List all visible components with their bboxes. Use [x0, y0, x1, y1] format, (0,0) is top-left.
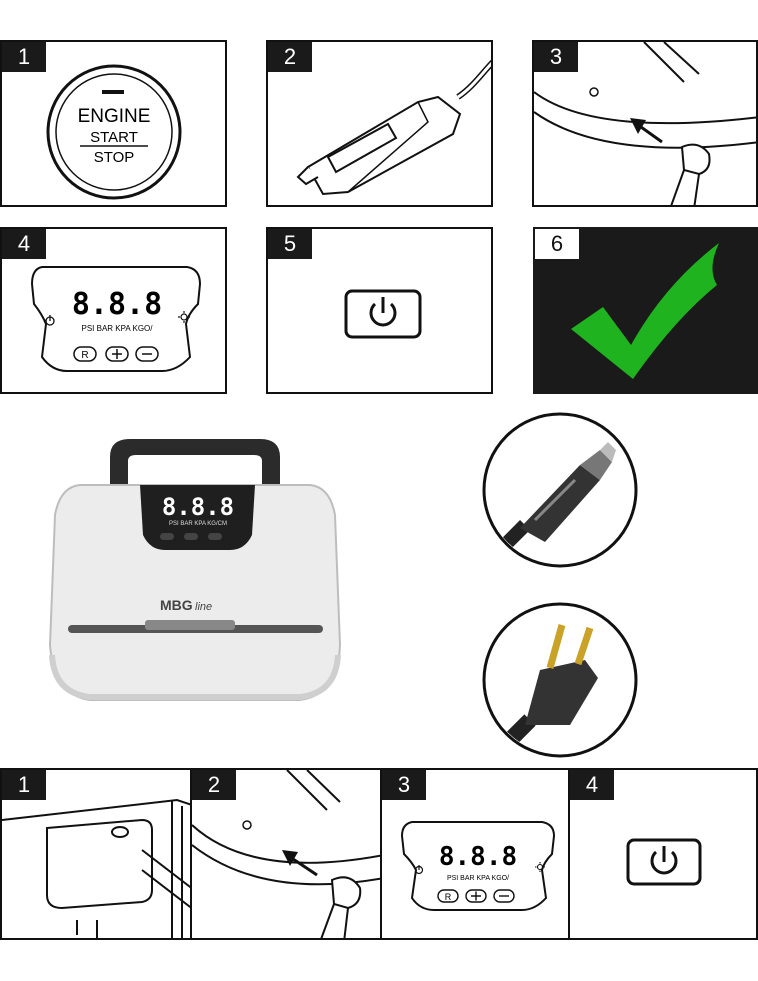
- minus-icon: [493, 889, 515, 903]
- air-compressor-illustration: 8.8.8 PSI BAR KPA KG/CM MBG line: [48, 439, 342, 701]
- plus-icon: [105, 346, 129, 362]
- step-number: 2: [268, 42, 312, 72]
- device-unit-labels: PSI BAR KPA KG/CM: [169, 521, 227, 527]
- step-panel-socket: 1: [0, 768, 192, 940]
- step-number: 6: [535, 229, 579, 259]
- car-plug-accessory: [480, 410, 640, 570]
- engine-label: ENGINE: [78, 106, 151, 127]
- step-number: 3: [382, 770, 426, 800]
- power-icon: [414, 865, 424, 875]
- power-icon: [45, 315, 55, 326]
- car-plug-circle-illustration: [482, 412, 638, 568]
- unit-labels: PSI BAR KPA KGO/: [447, 875, 509, 882]
- plus-icon: [465, 889, 487, 903]
- power-icon: [650, 846, 678, 875]
- wheel-valve-illustration: [192, 770, 380, 938]
- light-icon: [535, 862, 545, 872]
- step-number: 2: [192, 770, 236, 800]
- svg-text:R: R: [445, 892, 452, 902]
- step-number: 1: [2, 770, 46, 800]
- step-panel-display: 8.8.8 PSI BAR KPA KGO/ R 3: [380, 768, 570, 940]
- step-number: 4: [570, 770, 614, 800]
- step-panel-power: 5: [266, 227, 493, 394]
- minus-icon: [135, 346, 159, 362]
- step-number: 5: [268, 229, 312, 259]
- power-button-illustration: [626, 838, 702, 886]
- checkmark-icon: [571, 243, 719, 379]
- control-panel-illustration: 8.8.8 PSI BAR KPA KGO/ R: [30, 266, 202, 372]
- wall-plug-accessory: [480, 600, 640, 760]
- power-icon: [369, 297, 397, 327]
- step-panel-valve: 3: [532, 40, 758, 207]
- power-button-illustration: [344, 289, 422, 339]
- wheel-valve-illustration: [534, 42, 756, 205]
- wall-plug-circle-illustration: [482, 602, 638, 758]
- step-panel-engine: ENGINE START STOP 1: [0, 40, 227, 207]
- air-compressor-device: 8.8.8 PSI BAR KPA KG/CM MBG line: [40, 425, 350, 715]
- step-panel-valve: 2: [190, 768, 382, 940]
- stop-label: STOP: [94, 149, 135, 166]
- display-readout: 8.8.8: [72, 287, 162, 322]
- car-plug-illustration: [296, 59, 491, 196]
- r-button-icon: R: [73, 346, 97, 362]
- wall-socket-illustration: [2, 798, 190, 938]
- control-panel-illustration: 8.8.8 PSI BAR KPA KGO/ R: [400, 821, 556, 911]
- unit-labels: PSI BAR KPA KGO/: [82, 324, 154, 333]
- engine-start-button-illustration: ENGINE START STOP: [46, 64, 182, 200]
- step-panel-display: 8.8.8 PSI BAR KPA KGO/ R 4: [0, 227, 227, 394]
- r-button-icon: R: [437, 889, 459, 903]
- device-display-readout: 8.8.8: [162, 493, 234, 521]
- step-number: 4: [2, 229, 46, 259]
- start-label: START: [90, 129, 138, 146]
- light-icon: [178, 311, 190, 323]
- step-panel-power: 4: [568, 768, 758, 940]
- display-readout: 8.8.8: [439, 842, 517, 872]
- step-number: 1: [2, 42, 46, 72]
- step-panel-done: 6: [533, 227, 758, 394]
- device-brand-suffix: line: [195, 601, 212, 613]
- device-brand: MBG: [160, 597, 193, 613]
- svg-text:R: R: [81, 350, 88, 361]
- step-number: 3: [534, 42, 578, 72]
- step-panel-car-plug: 2: [266, 40, 493, 207]
